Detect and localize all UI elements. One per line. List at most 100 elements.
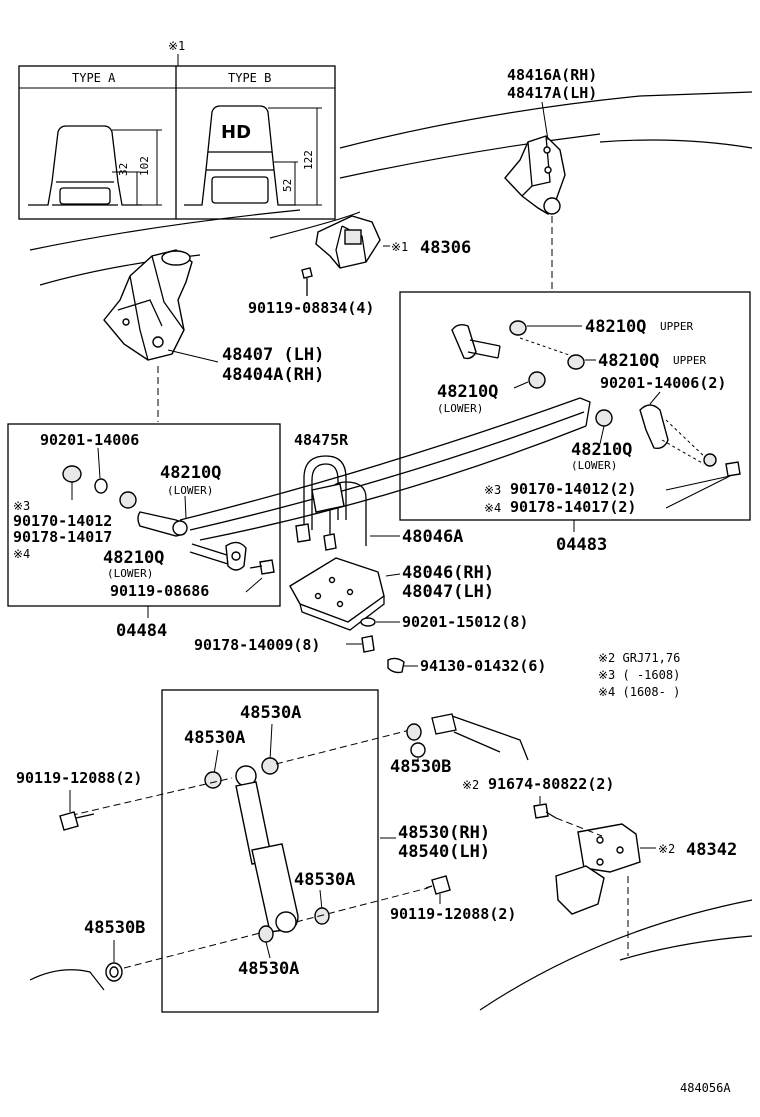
label-l-48210q-b: 48210Q (103, 548, 164, 568)
shackle-kit-box-04483 (399, 291, 751, 521)
label-r-90201-14006: 90201-14006(2) (600, 374, 726, 392)
label-04484: 04484 (116, 621, 167, 641)
u-bolt-48475r (295, 455, 367, 551)
label-mark2-a: ※2 (462, 778, 479, 792)
bushing-upper-2 (567, 354, 585, 370)
label-r-mark3: ※3 (484, 483, 501, 497)
label-48306-mark: ※1 (391, 240, 408, 254)
legend-note-4: ※4 (1608- ) (598, 685, 680, 699)
spring-bracket-lh (103, 249, 193, 361)
figure-id: 484056A (680, 1081, 731, 1095)
label-48404a: 48404A(RH) (222, 365, 324, 385)
label-l-lower-a: (LOWER) (167, 484, 213, 497)
type-a-dim-small: 32 (117, 163, 130, 176)
shackle-plate-lower (639, 404, 717, 467)
type-a-stopper: 32 102 (28, 125, 162, 206)
shackle-kit-box-04484 (7, 423, 281, 607)
label-r-upper1-note: UPPER (660, 320, 693, 333)
label-48540: 48540(LH) (398, 842, 490, 862)
type-a-dim-large: 102 (138, 156, 151, 176)
shackle-pin-bolt (189, 541, 247, 571)
type-b-dim-large: 122 (302, 150, 315, 170)
label-l-48210q-a: 48210Q (160, 463, 221, 483)
legend-note-3: ※3 ( -1608) (598, 668, 680, 682)
label-r-48210q-lower1: 48210Q (437, 382, 498, 402)
type-b-hd-stamp: HD (221, 122, 251, 143)
bump-stopper-type-inset: ※1 TYPE A TYPE B 32 102 HD (18, 39, 336, 220)
bushings-upper-shock (204, 757, 279, 789)
bushing-48530a-bottom (258, 925, 274, 943)
label-48530a-3: 48530A (294, 870, 355, 890)
label-90119-12088-left: 90119-12088(2) (16, 769, 142, 787)
label-90178-14009: 90178-14009(8) (194, 636, 320, 654)
bushing-l1 (62, 465, 108, 494)
bushing-48530b-lower (105, 962, 123, 982)
frame-ghost-lines (29, 91, 753, 1011)
type-b-dim-small: 52 (281, 179, 294, 192)
label-94130-01432: 94130-01432(6) (420, 657, 546, 675)
label-90119-08834: 90119-08834(4) (248, 299, 374, 317)
bushing-lower-r2 (595, 409, 613, 427)
bushing-upper-1 (509, 320, 527, 336)
shock-absorber-box (161, 689, 379, 1013)
label-l-mark4: ※4 (13, 547, 30, 561)
label-48407: 48407 (LH) (222, 345, 324, 365)
label-r-lower1-note: (LOWER) (437, 402, 483, 415)
bolt-91674-80822 (533, 803, 557, 819)
label-r-lower2-note: (LOWER) (571, 459, 617, 472)
label-l-90178: 90178-14017 (13, 528, 112, 546)
label-r-48210q-upper1: 48210Q (585, 317, 646, 337)
label-48530b-2: 48530B (84, 918, 145, 938)
bushing-lower-r1 (528, 371, 546, 389)
label-90201-15012: 90201-15012(8) (402, 613, 528, 631)
type-b-label: TYPE B (228, 71, 271, 85)
label-48416a: 48416A(RH) (507, 66, 597, 84)
label-r-90170: 90170-14012(2) (510, 480, 636, 498)
label-48530a-1: 48530A (240, 703, 301, 723)
label-48046: 48046(RH) (402, 563, 494, 583)
label-48475r: 48475R (294, 431, 349, 449)
frame-crossmember (431, 713, 529, 761)
label-48530b-1: 48530B (390, 757, 451, 777)
nut-94130-01432 (387, 657, 405, 674)
bracket-48342 (555, 823, 641, 915)
label-r-mark4: ※4 (484, 501, 501, 515)
label-r-upper2-note: UPPER (673, 354, 706, 367)
washer-90201-15012 (360, 617, 376, 627)
label-l-mark3: ※3 (13, 499, 30, 513)
label-04483: 04483 (556, 535, 607, 555)
label-48306: 48306 (420, 238, 471, 258)
nut-right (725, 461, 741, 477)
bushing-48530b-top (406, 723, 426, 758)
bolt-90119-08686 (249, 559, 275, 575)
label-91674-80822: 91674-80822(2) (488, 775, 614, 793)
bushing-48530a-lower (314, 907, 330, 925)
bump-stopper-48306 (315, 215, 381, 269)
bolt-90119-12088-right (425, 875, 451, 895)
label-48047: 48047(LH) (402, 582, 494, 602)
shock-absorber (235, 765, 299, 933)
label-r-48210q-lower2: 48210Q (571, 440, 632, 460)
label-l-90119-08686: 90119-08686 (110, 582, 209, 600)
label-48417a: 48417A(LH) (507, 84, 597, 102)
bolt-90119-12088-left (59, 811, 95, 831)
label-90119-12088-right: 90119-12088(2) (390, 905, 516, 923)
inset-ref-mark: ※1 (168, 39, 185, 53)
label-l-90201-14006: 90201-14006 (40, 431, 139, 449)
label-48530a-2: 48530A (184, 728, 245, 748)
shackle-plate-upper (451, 323, 501, 360)
leaf-spring (179, 397, 591, 541)
spring-hanger-bracket-rh (504, 135, 566, 215)
label-l-90170: 90170-14012 (13, 512, 112, 530)
type-b-stopper: HD 52 122 (184, 105, 322, 206)
label-48530: 48530(RH) (398, 823, 490, 843)
spring-eye-bushing (119, 491, 188, 537)
spring-seat-plate (289, 557, 385, 631)
label-mark2-b: ※2 (658, 842, 675, 856)
label-r-48210q-upper2: 48210Q (598, 351, 659, 371)
label-48342: 48342 (686, 840, 737, 860)
bolt-90119-08834 (301, 267, 313, 296)
legend-note-2: ※2 GRJ71,76 (598, 651, 680, 665)
